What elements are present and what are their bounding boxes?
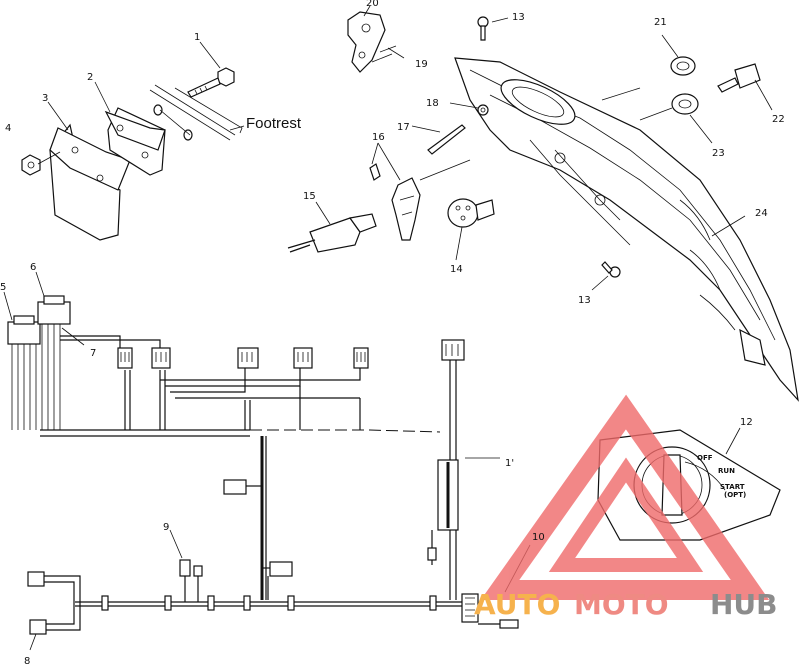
callout-18: 18 — [426, 98, 439, 109]
switch-off-label: OFF — [697, 454, 713, 462]
callout-16: 16 — [372, 132, 385, 143]
callout-7: 7 — [90, 348, 96, 359]
screw-part-13-top — [477, 16, 489, 41]
callout-24: 24 — [755, 208, 768, 219]
callout-3: 3 — [42, 93, 48, 104]
watermark-auto: AUTO — [474, 588, 560, 621]
callout-10: 10 — [532, 532, 545, 543]
callout-13-lower: 13 — [578, 295, 591, 306]
callout-23: 23 — [712, 148, 725, 159]
main-trunk-left — [223, 436, 293, 600]
screw-part-13-lower — [591, 261, 621, 291]
switch-run-label: RUN — [718, 467, 735, 475]
footrest-label: Footrest — [246, 115, 302, 132]
callout-5: 5 — [0, 282, 6, 293]
callout-19: 19 — [415, 59, 428, 70]
switch-opt-label: (OPT) — [724, 491, 746, 499]
watermark-logo — [480, 394, 770, 600]
leader-lines — [47, 5, 746, 237]
watermark-moto: MOTO — [574, 588, 669, 621]
callout-14: 14 — [450, 264, 463, 275]
clip-part-16 — [369, 142, 421, 241]
bolt-part-1 — [187, 67, 235, 98]
grommet-part-23 — [639, 93, 713, 144]
callout-21: 21 — [654, 17, 667, 28]
callout-4: 4 — [5, 123, 11, 134]
watermark-text: AUTO MOTO HUB — [474, 588, 778, 621]
lower-harness — [75, 529, 470, 611]
callout-11: 1' — [505, 458, 514, 469]
callout-13-top: 13 — [512, 12, 525, 23]
bracket-part-20 — [347, 11, 397, 73]
callout-8: 8 — [24, 656, 30, 667]
relay-part-6 — [35, 271, 85, 430]
callout-22: 22 — [772, 114, 785, 125]
callout-labels: 1 2 3 4 5 6 7 8 9 10 1' 12 13 13 14 15 1… — [0, 0, 785, 667]
callout-17: 17 — [397, 122, 410, 133]
footrest-reference — [149, 84, 245, 141]
mounting-plate-assembly — [49, 104, 193, 241]
callout-12: 12 — [740, 417, 753, 428]
grommet-part-21 — [661, 34, 696, 76]
connector-part-8 — [27, 571, 81, 651]
callout-2: 2 — [87, 72, 93, 83]
callout-15: 15 — [303, 191, 316, 202]
callout-1: 1 — [194, 32, 200, 43]
housing-part-24 — [454, 57, 799, 402]
nut-part-4 — [21, 151, 61, 176]
callout-9: 9 — [163, 522, 169, 533]
switch-part-15 — [287, 201, 377, 253]
connector-part-14 — [447, 198, 495, 261]
key-part-22 — [717, 63, 773, 111]
wire-tie-part-17 — [411, 124, 466, 155]
upper-harness — [40, 335, 441, 437]
ignition-switch-part-12 — [597, 427, 781, 541]
callout-20: 20 — [366, 0, 379, 9]
watermark-hub: HUB — [710, 588, 778, 621]
switch-start-label: START — [720, 483, 745, 491]
washer-part-18 — [449, 102, 489, 116]
relay-part-5 — [3, 291, 41, 430]
main-trunk-right — [427, 339, 500, 600]
callout-6: 6 — [30, 262, 36, 273]
